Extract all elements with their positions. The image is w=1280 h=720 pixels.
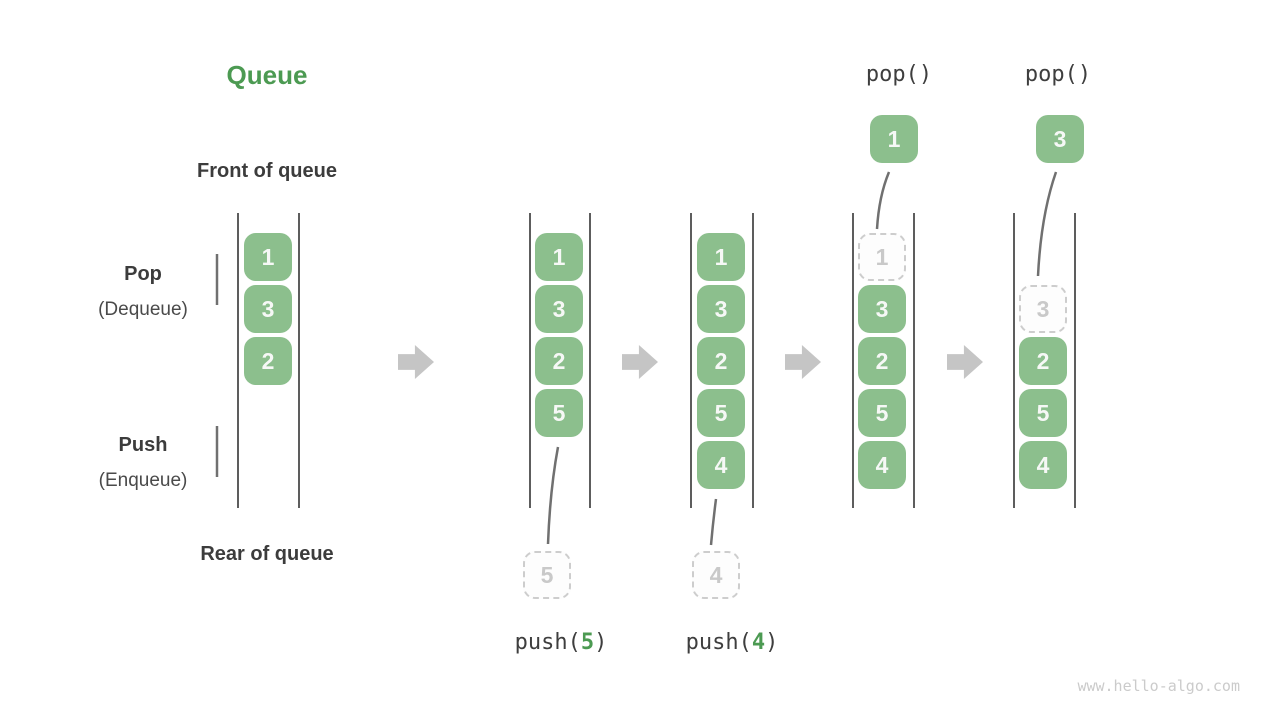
push-call-prefix: push( [514, 630, 581, 655]
push-call-arg: 5 [580, 630, 595, 655]
queue-wall-right [589, 213, 591, 508]
queue-cell: 3 [697, 285, 745, 333]
push-call-suffix: ) [765, 630, 779, 655]
queue-cell: 5 [535, 389, 583, 437]
pop-3-arrow-icon [1036, 171, 1058, 277]
queue-wall-left [529, 213, 531, 508]
popped-cell: 1 [870, 115, 918, 163]
queue-wall-left [237, 213, 239, 508]
popped-cell: 3 [1036, 115, 1084, 163]
push-5-arrow-icon [546, 446, 560, 545]
queue-cell: 2 [858, 337, 906, 385]
push-call-prefix: push( [685, 630, 752, 655]
queue-cell: 5 [858, 389, 906, 437]
queue-cell: 4 [858, 441, 906, 489]
dequeue-label: (Dequeue) [98, 299, 188, 320]
pop-call-label: pop() [865, 62, 933, 87]
queue-cell: 4 [1019, 441, 1067, 489]
incoming-cell: 4 [692, 551, 740, 599]
queue-cell: 3 [244, 285, 292, 333]
queue-cell: 1 [535, 233, 583, 281]
push-call-suffix: ) [594, 630, 608, 655]
queue-cell: 4 [697, 441, 745, 489]
push-call-label: push(4) [686, 630, 779, 655]
rear-of-queue-label: Rear of queue [200, 543, 334, 565]
queue-cell: 5 [697, 389, 745, 437]
queue-cell-dashed: 3 [1019, 285, 1067, 333]
enqueue-label: (Enqueue) [98, 470, 188, 491]
queue-cell: 1 [697, 233, 745, 281]
queue-cell: 2 [535, 337, 583, 385]
queue-cell: 3 [535, 285, 583, 333]
queue-wall-left [852, 213, 854, 508]
queue-wall-right [913, 213, 915, 508]
push-call-arg: 4 [751, 630, 766, 655]
queue-cell-dashed: 1 [858, 233, 906, 281]
queue-cell: 2 [1019, 337, 1067, 385]
queue-wall-left [690, 213, 692, 508]
next-step-arrow-icon [398, 345, 434, 379]
next-step-arrow-icon [785, 345, 821, 379]
queue-cell: 2 [244, 337, 292, 385]
next-step-arrow-icon [622, 345, 658, 379]
queue-wall-right [298, 213, 300, 508]
watermark: www.hello-algo.com [1077, 677, 1240, 695]
queue-cell: 1 [244, 233, 292, 281]
queue-cell: 2 [697, 337, 745, 385]
front-of-queue-label: Front of queue [197, 160, 337, 182]
pop-label: Pop [124, 263, 162, 285]
pop-call-label: pop() [1024, 62, 1092, 87]
queue-wall-right [752, 213, 754, 508]
incoming-cell: 5 [523, 551, 571, 599]
queue-cell: 3 [858, 285, 906, 333]
queue-wall-right [1074, 213, 1076, 508]
diagram-title: Queue [226, 60, 308, 90]
queue-cell: 5 [1019, 389, 1067, 437]
pop-1-arrow-icon [875, 171, 891, 230]
next-step-arrow-icon [947, 345, 983, 379]
push-call-label: push(5) [515, 630, 608, 655]
push-label: Push [118, 434, 168, 456]
push-4-arrow-icon [709, 498, 718, 546]
queue-wall-left [1013, 213, 1015, 508]
